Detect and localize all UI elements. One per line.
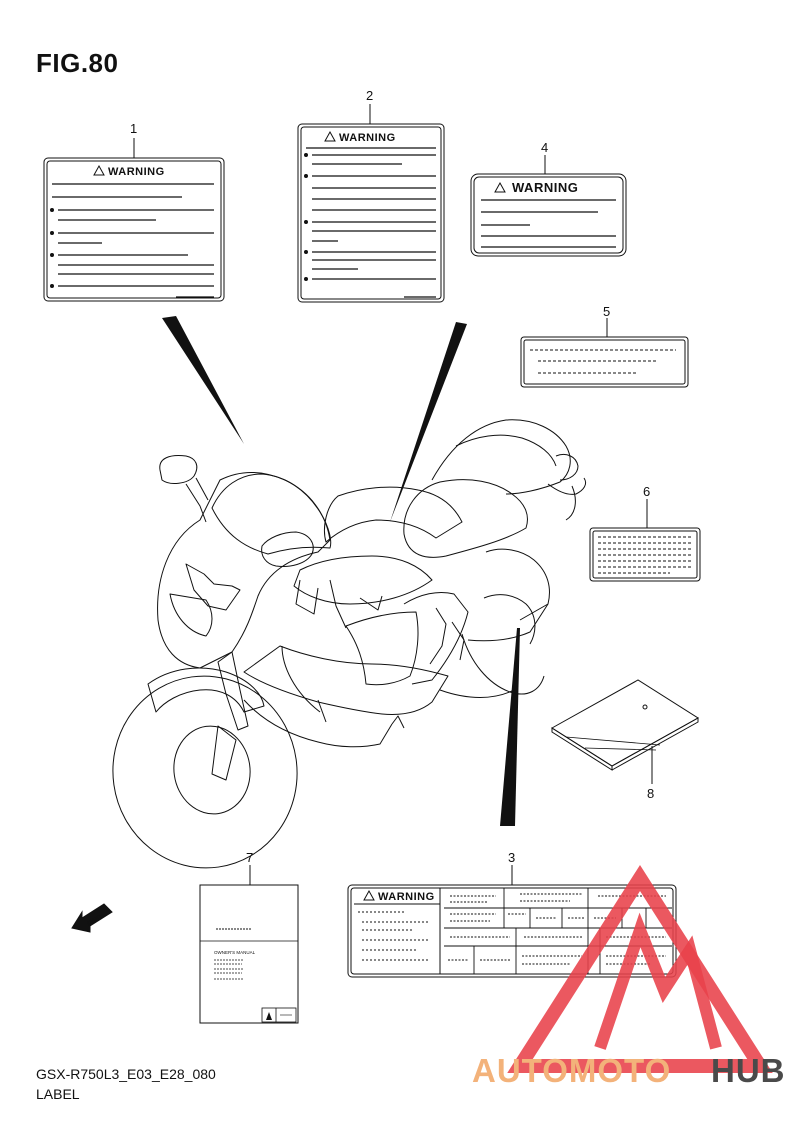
label-2-warning: WARNING xyxy=(339,132,396,144)
callout-1: 1 xyxy=(130,121,137,136)
callout-5: 5 xyxy=(603,304,610,319)
item-8-sheet: 8 xyxy=(551,679,699,801)
item-7-owners-manual: 7 OWNER'S MANUAL xyxy=(199,850,299,1024)
manual-cover-title: OWNER'S MANUAL xyxy=(214,950,256,955)
figure-title: FIG.80 xyxy=(36,48,119,78)
label-2: 2 WARNING xyxy=(297,88,445,303)
label-4: 4 WARNING xyxy=(470,140,627,257)
label-5: 5 xyxy=(520,304,689,388)
pointer-2 xyxy=(390,322,467,522)
label-1: 1 WARNING xyxy=(43,121,225,302)
motorcycle-outline xyxy=(112,419,587,869)
watermark-text-2: HUB xyxy=(711,1052,786,1089)
callout-6: 6 xyxy=(643,484,650,499)
label-4-warning: WARNING xyxy=(512,180,578,195)
callout-7: 7 xyxy=(246,850,253,865)
figure-code: GSX-R750L3_E03_E28_080 xyxy=(36,1066,216,1082)
callout-2: 2 xyxy=(366,88,373,103)
label-1-warning: WARNING xyxy=(108,166,165,178)
watermark-logo: AUTOMOTO HUB xyxy=(472,864,786,1089)
label-3-warning: WARNING xyxy=(378,891,435,903)
pointer-3 xyxy=(500,628,520,826)
fwd-arrow-icon: FWD xyxy=(71,903,113,933)
callout-4: 4 xyxy=(541,140,548,155)
figure-caption: LABEL xyxy=(36,1086,80,1102)
callout-8: 8 xyxy=(647,786,654,801)
callout-3: 3 xyxy=(508,850,515,865)
leader-pointers xyxy=(162,316,520,826)
pointer-1 xyxy=(162,316,244,444)
label-6: 6 xyxy=(589,484,701,582)
watermark-text-1: AUTOMOTO xyxy=(472,1052,671,1089)
